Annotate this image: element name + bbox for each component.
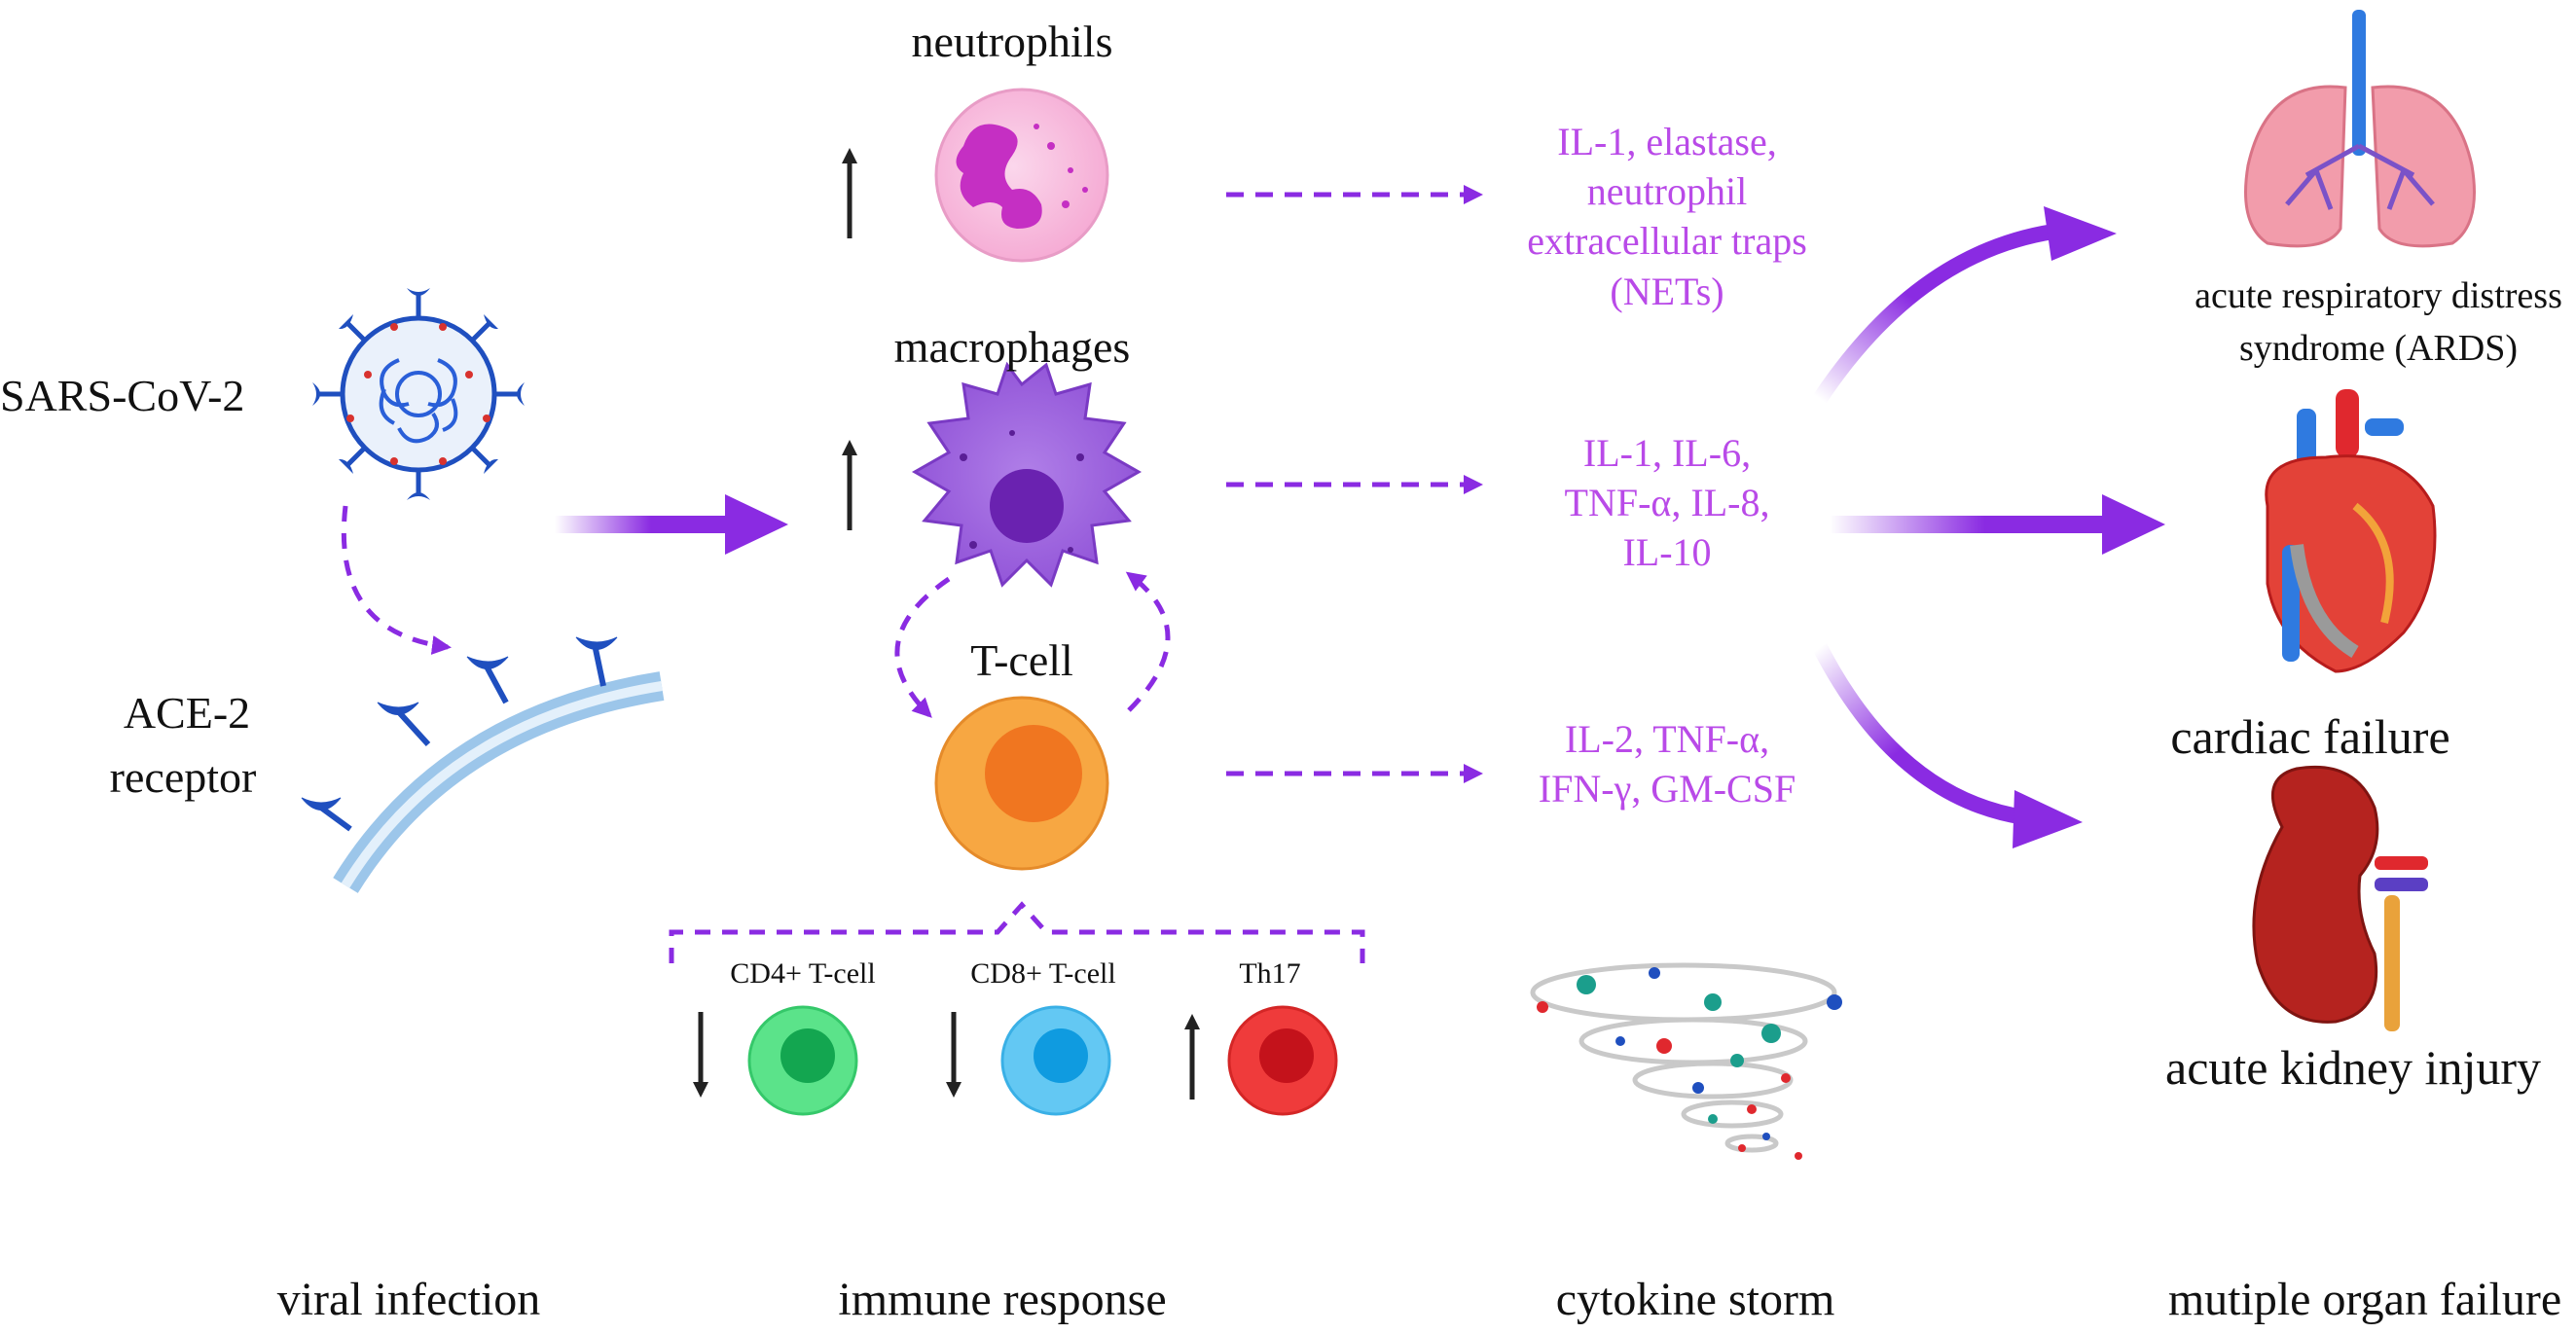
macrophages-label: macrophages — [893, 322, 1131, 372]
neutrophil-cytokine-line: IL-1, elastase, — [1557, 120, 1777, 163]
ace2-receptor-icon — [301, 636, 618, 832]
kidney-icon — [2252, 765, 2428, 1031]
cd8-label: CD8+ T-cell — [970, 957, 1116, 990]
cytokine-to-lungs-arrow — [1813, 224, 2055, 404]
kidney-injury-label: acute kidney injury — [2165, 1040, 2541, 1095]
neutrophil-cytokine-line: (NETs) — [1610, 269, 1724, 313]
cardiac-failure-label: cardiac failure — [2170, 709, 2450, 764]
virus-to-receptor-dashed-arrow — [341, 505, 452, 655]
cd4-tcell-icon — [747, 1005, 858, 1116]
infection-to-immune-arrow — [555, 494, 788, 555]
cell-membrane — [333, 671, 665, 893]
ards-label-line2: syndrome (ARDS) — [2238, 328, 2519, 369]
virus-label: SARS-CoV-2 — [0, 371, 245, 420]
receptor-label-line2: receptor — [109, 752, 257, 802]
stage-cytokine-storm: cytokine storm — [1555, 1274, 1835, 1325]
kidney-arrowhead — [2013, 790, 2083, 848]
cytokine-storm-tornado-icon — [1530, 962, 1842, 1160]
ards-label-line1: acute respiratory distress — [2195, 275, 2562, 316]
cd8-tcell-icon — [1000, 1005, 1111, 1116]
macrophage-cytokine-line: IL-1, IL-6, — [1582, 431, 1752, 475]
cytokine-to-heart-arrow — [1830, 494, 2165, 555]
tcell-label: T-cell — [970, 635, 1073, 685]
macrophage-cytokine-line: IL-10 — [1622, 530, 1712, 575]
macrophage-cytokines: IL-1, IL-6, TNF-α, IL-8, IL-10 — [1565, 428, 1770, 578]
neutrophil-cytokine-line: neutrophil — [1586, 169, 1748, 214]
macrophage-cell-icon — [911, 361, 1143, 588]
tcell-cytokine-line: IFN-γ, GM-CSF — [1538, 767, 1796, 811]
tcell-cytokine-line: IL-2, TNF-α, — [1564, 717, 1770, 761]
lungs-arrowhead — [2044, 206, 2117, 261]
stage-immune-response: immune response — [838, 1274, 1167, 1325]
lungs-icon — [2244, 10, 2476, 248]
heart-icon — [2265, 389, 2437, 673]
th17-label: Th17 — [1239, 957, 1301, 990]
tcell-cytokines: IL-2, TNF-α, IFN-γ, GM-CSF — [1539, 714, 1796, 813]
sars-cov-2-virus-icon — [312, 288, 525, 500]
stage-viral-infection: viral infection — [276, 1274, 541, 1325]
cd4-label: CD4+ T-cell — [730, 957, 876, 990]
neutrophil-cytokine-line: extracellular traps — [1527, 219, 1807, 264]
neutrophils-label: neutrophils — [911, 17, 1113, 66]
tcell-icon — [934, 696, 1109, 871]
tcell-subtype-bracket — [669, 901, 1365, 963]
receptor-label-line1: ACE-2 — [123, 688, 251, 738]
stage-organ-failure: mutiple organ failure — [2167, 1274, 2562, 1325]
cytokine-to-kidney-arrow — [1812, 643, 2026, 825]
tcell-to-macrophage-dashed-arrow — [1125, 571, 1171, 712]
macrophage-to-tcell-dashed-arrow — [894, 576, 951, 718]
neutrophil-cytokines: IL-1, elastase, neutrophil extracellular… — [1527, 117, 1807, 316]
neutrophil-cell-icon — [934, 88, 1109, 263]
th17-tcell-icon — [1227, 1005, 1338, 1116]
macrophage-cytokine-line: TNF-α, IL-8, — [1564, 481, 1770, 525]
